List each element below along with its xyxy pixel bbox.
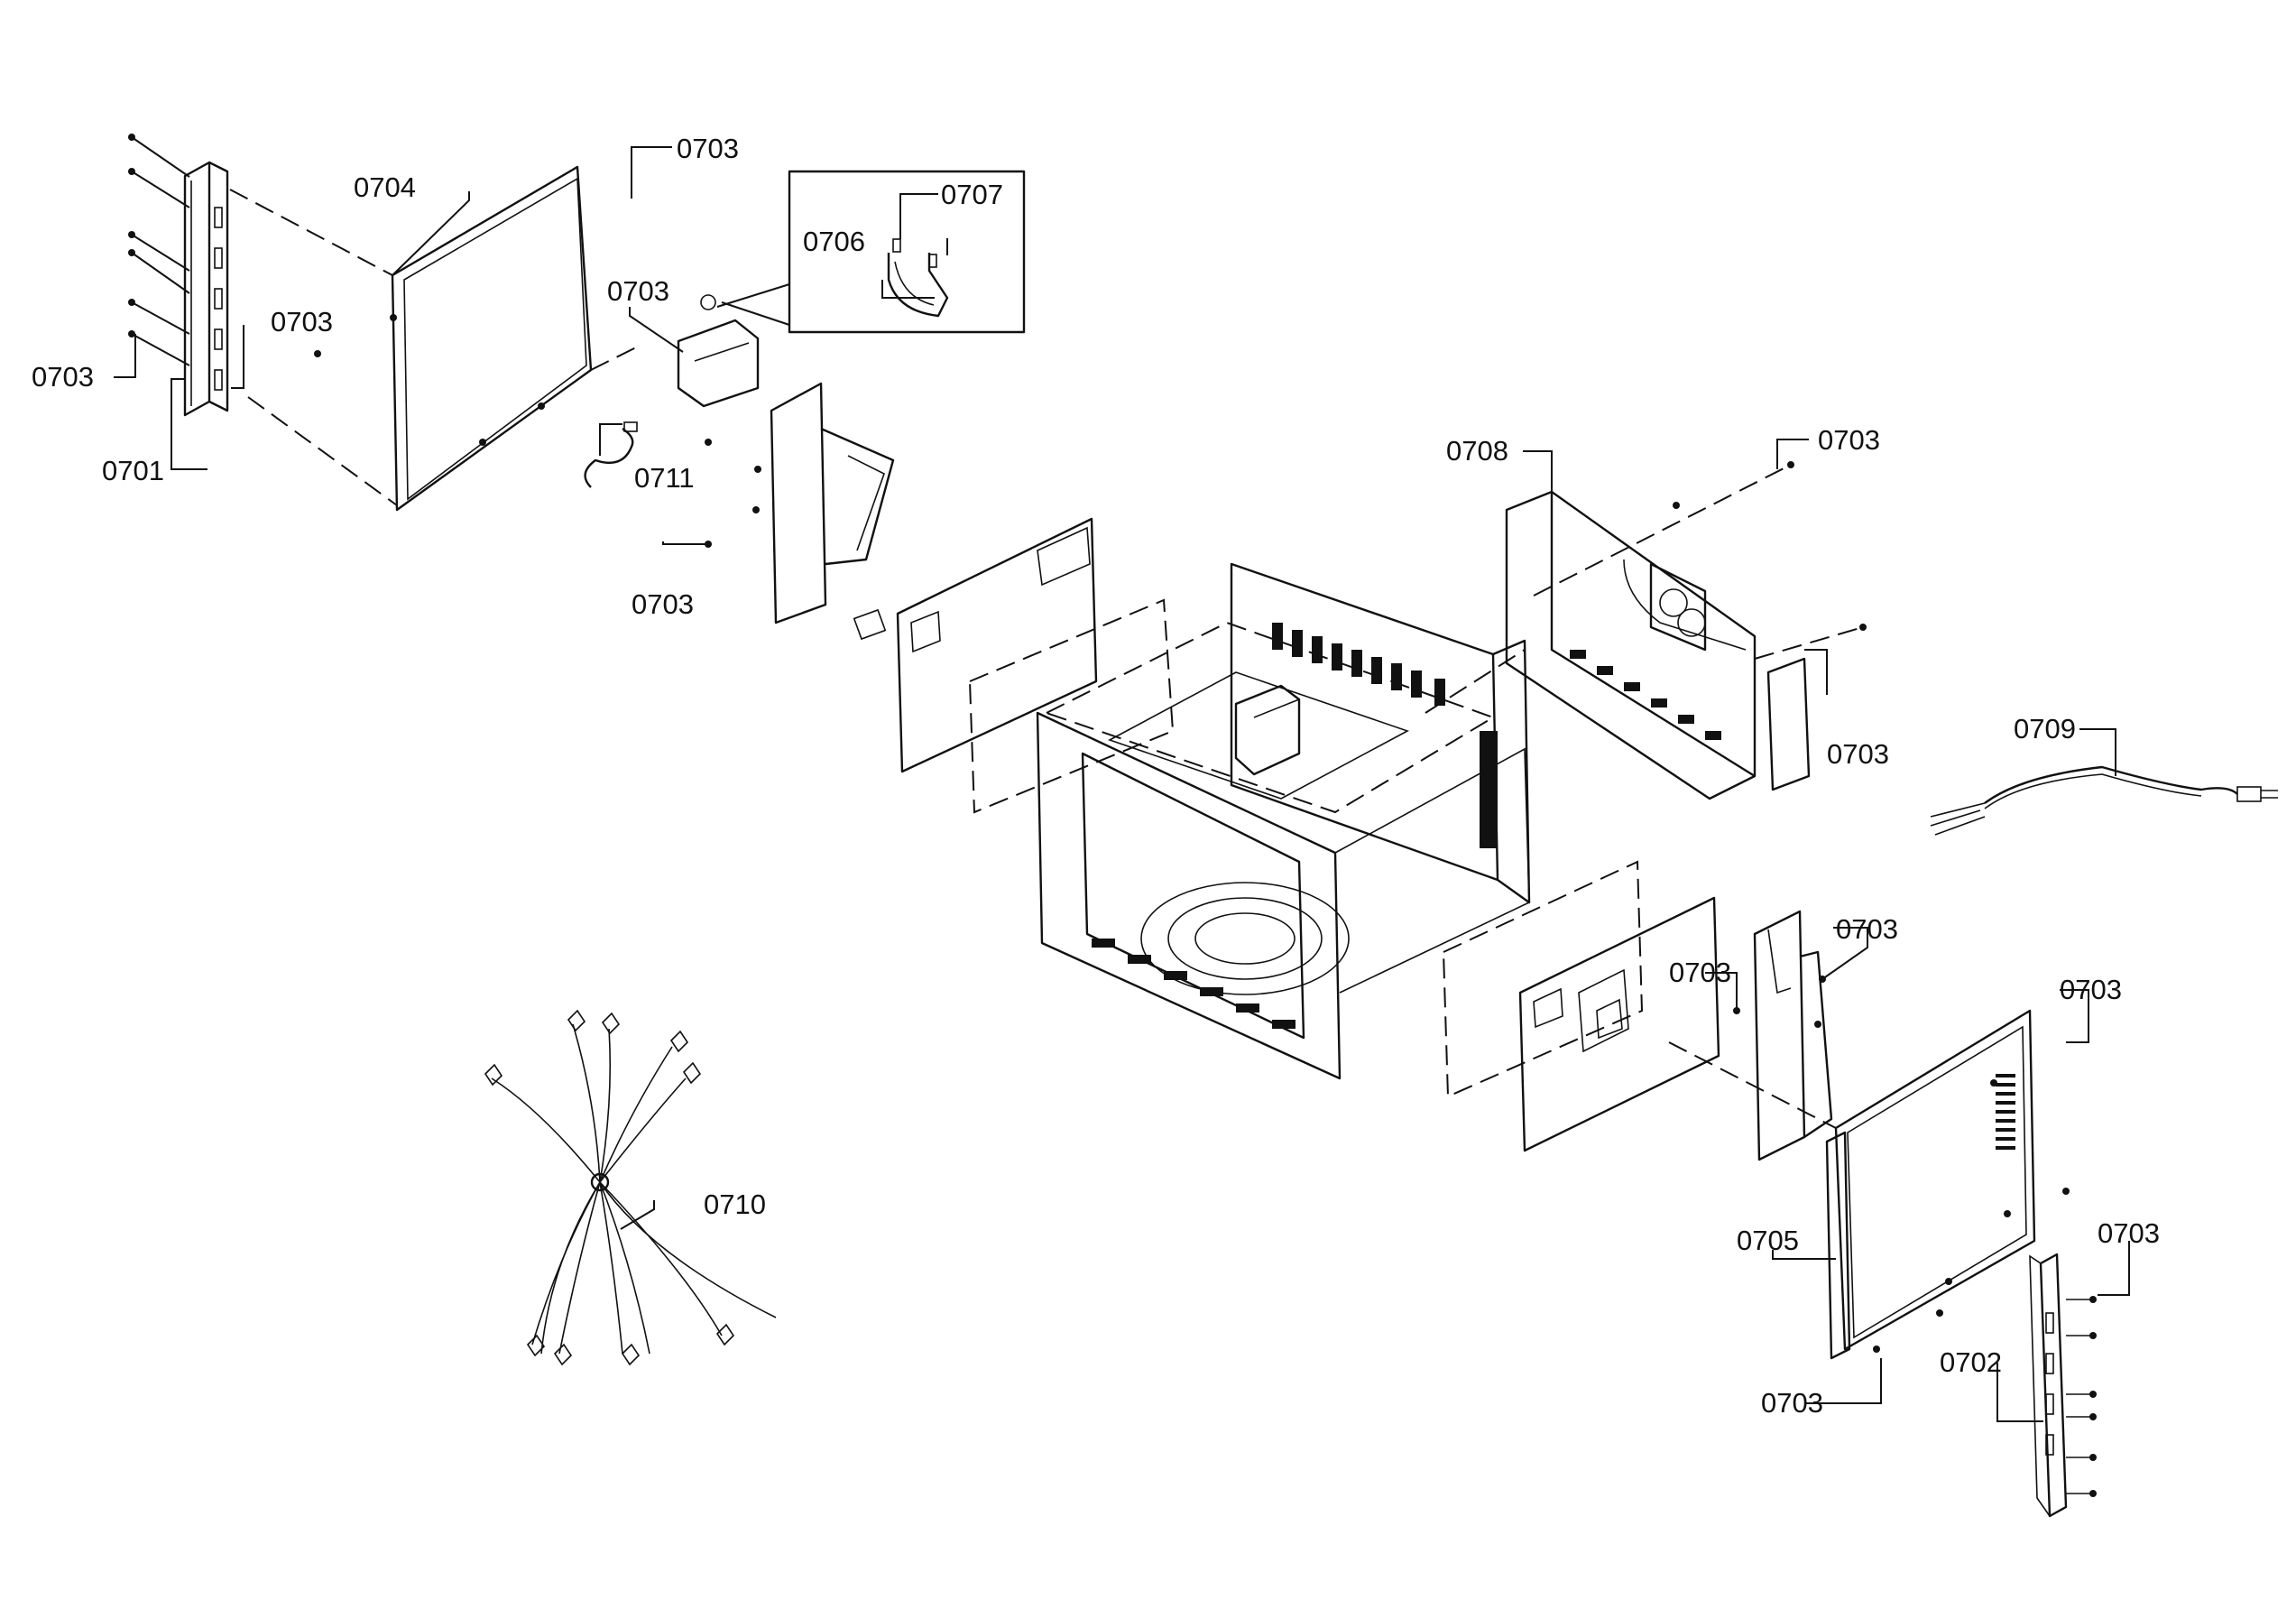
callout-label: 0703 <box>632 588 694 620</box>
callout-label: 0703 <box>32 361 94 393</box>
callout-label: 0701 <box>102 455 164 486</box>
callout-label: 0703 <box>1827 738 1889 770</box>
callout-label: 0703 <box>1669 957 1731 988</box>
part-left-rail-0701 <box>128 134 229 417</box>
part-main-chassis <box>1036 562 1531 1080</box>
part-upper-bracket <box>584 294 760 488</box>
callout-label: 0706 <box>803 226 865 257</box>
callout-label: 0702 <box>1940 1346 2002 1378</box>
callout-label: 0703 <box>271 306 333 338</box>
inset-detail-box <box>716 170 1026 334</box>
callout-label: 0704 <box>354 171 416 203</box>
callout-label: 0703 <box>1836 913 1898 945</box>
part-left-inner-bracket <box>705 382 895 641</box>
part-right-circuit-boards <box>1442 860 1720 1152</box>
callout-label: 0703 <box>677 133 739 164</box>
callout-label: 0711 <box>634 462 695 494</box>
callout-label: 0710 <box>704 1188 766 1220</box>
part-power-cord-0709 <box>1930 765 2278 836</box>
callout-label: 0709 <box>2014 713 2076 745</box>
part-wire-harness-0710 <box>484 1009 777 1366</box>
callout-label: 0708 <box>1446 435 1508 467</box>
callout-leaders <box>114 146 2130 1422</box>
callout-label: 0703 <box>2060 974 2122 1005</box>
part-left-panel-0704 <box>229 165 637 512</box>
callout-label: 0703 <box>1818 424 1880 456</box>
part-back-panel-0708 <box>1505 461 1867 800</box>
part-left-circuit-boards <box>896 517 1175 814</box>
part-right-rail-0702 <box>2029 1253 2097 1518</box>
callout-labels: 0704 0703 0703 0701 0703 0703 0707 0706 … <box>32 133 2160 1419</box>
part-right-panel-0705 <box>1668 1009 2070 1360</box>
part-right-bracket <box>1733 910 1833 1161</box>
callout-label: 0703 <box>1761 1387 1823 1419</box>
callout-label: 0703 <box>2098 1217 2160 1249</box>
callout-label: 0703 <box>607 275 669 307</box>
callout-label: 0705 <box>1737 1225 1799 1256</box>
callout-label: 0707 <box>941 179 1003 210</box>
